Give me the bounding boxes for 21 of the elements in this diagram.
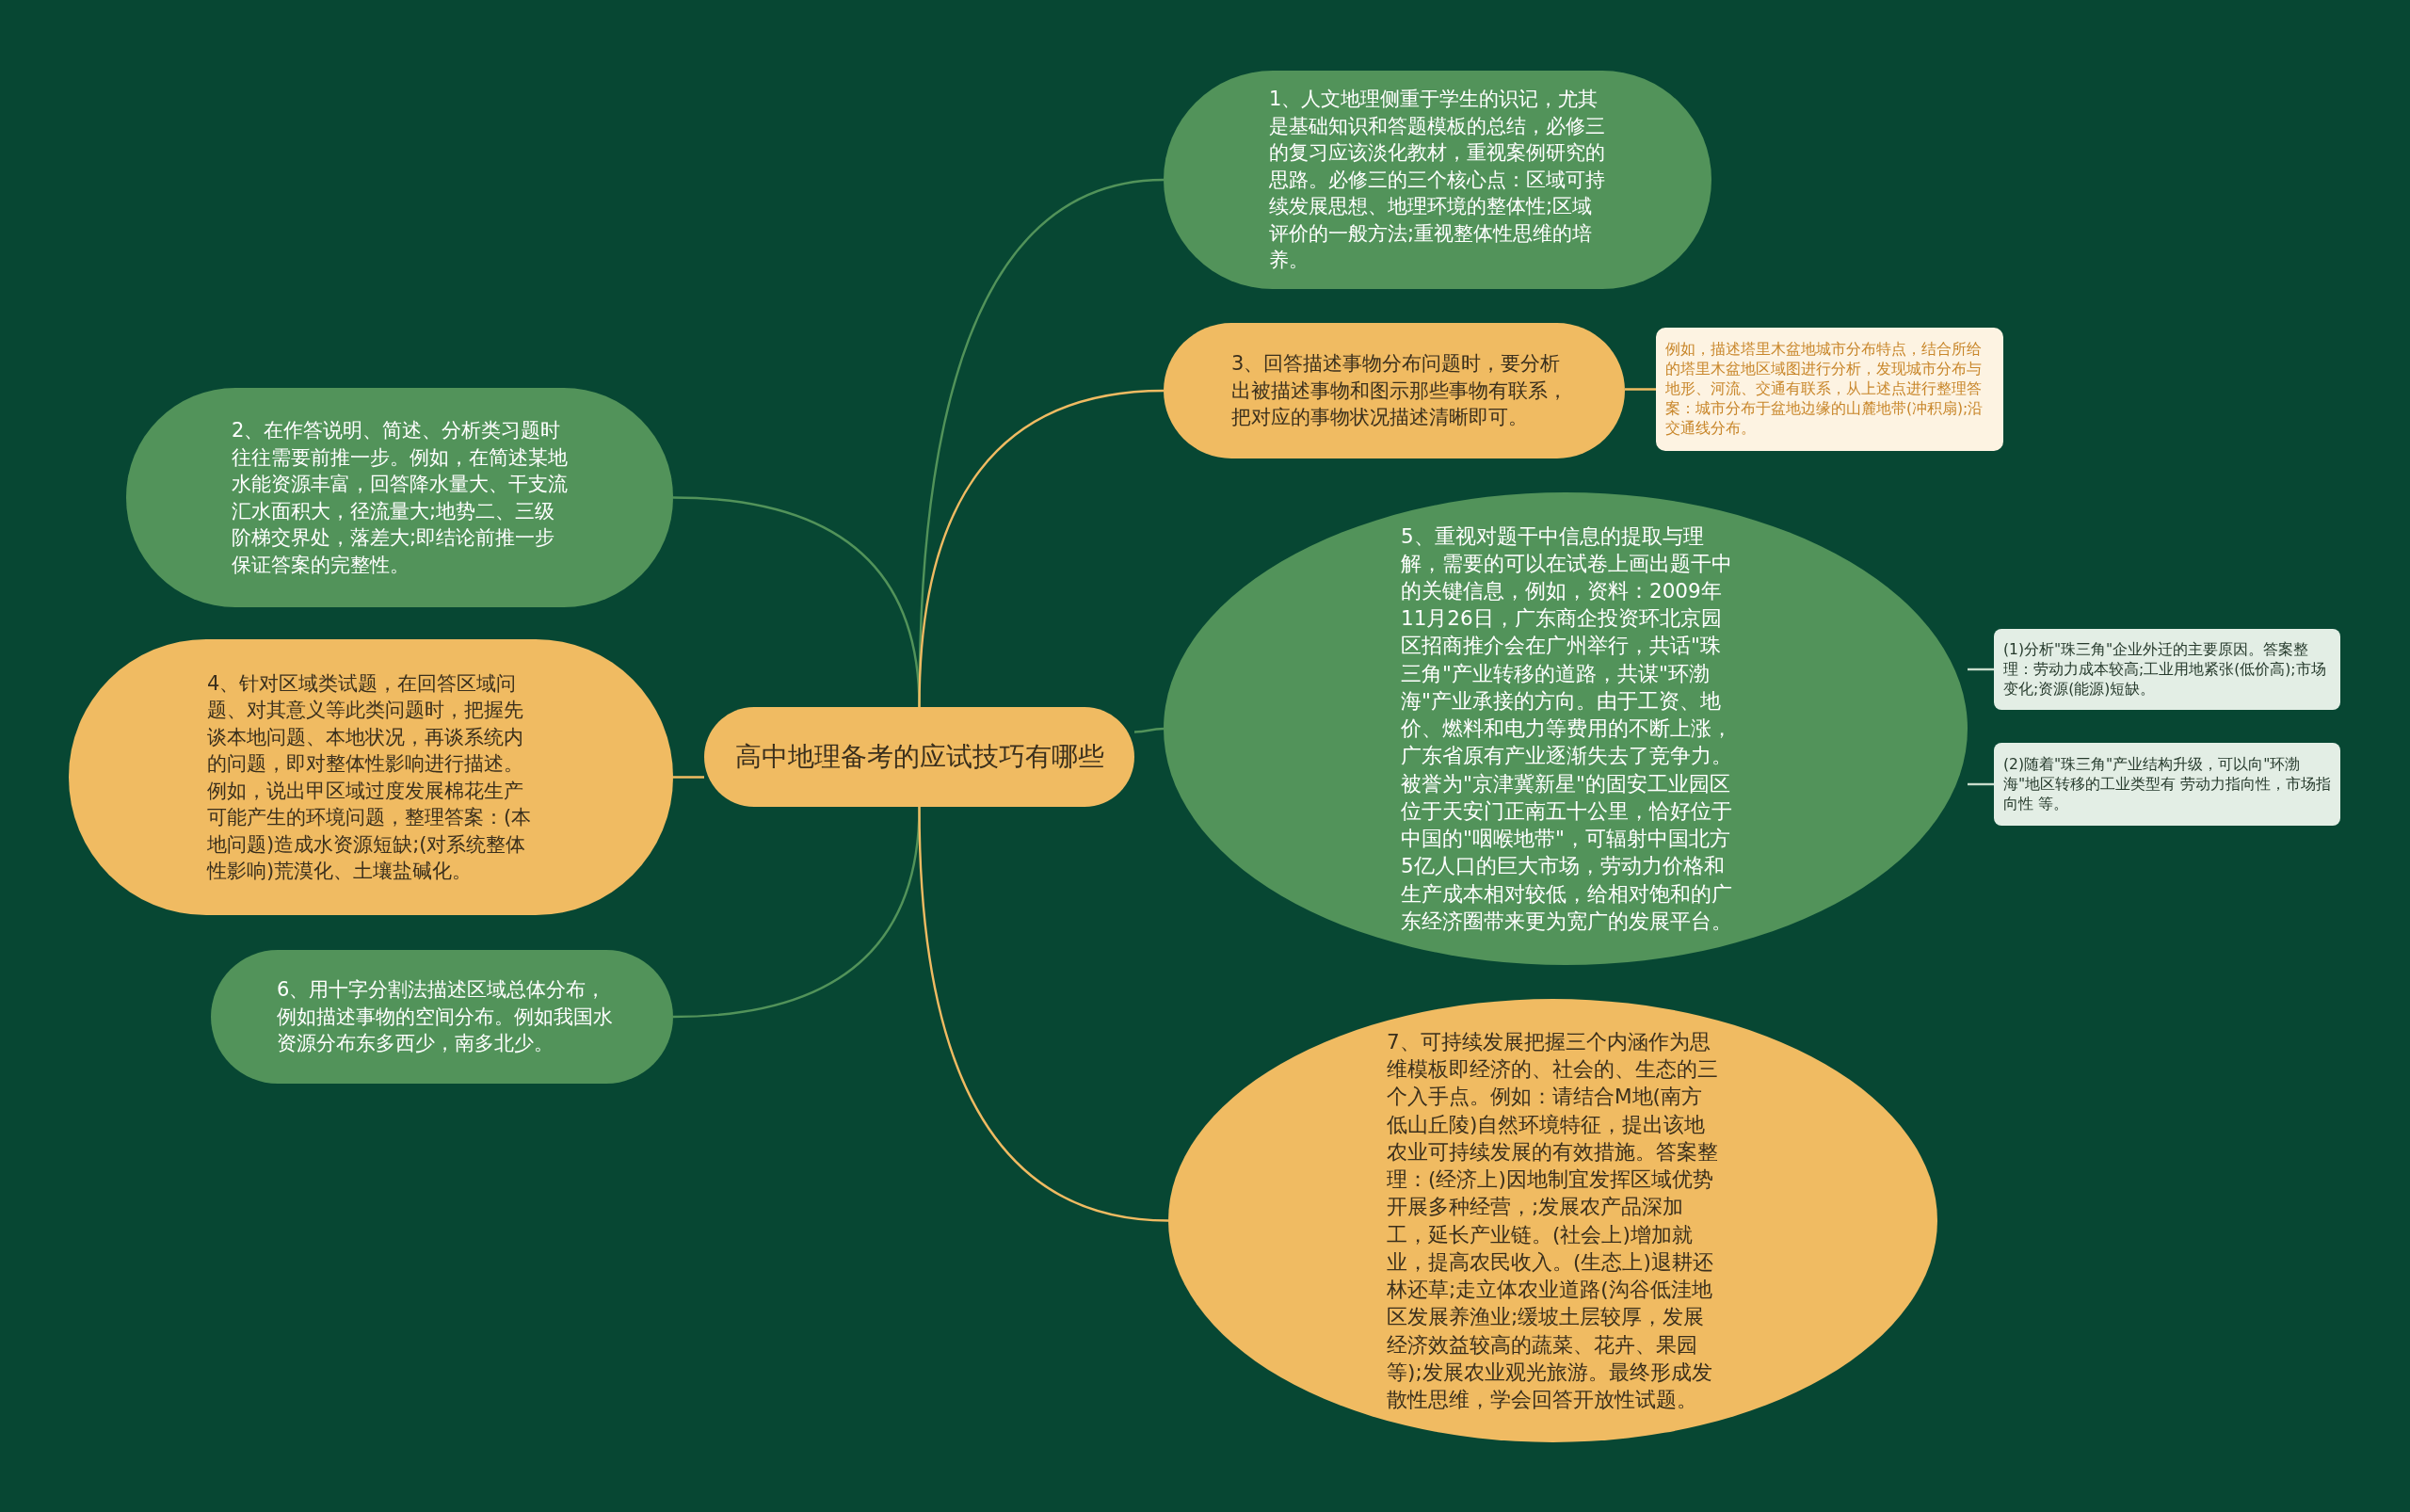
connector-line <box>1625 388 1656 391</box>
body-text: 7、可持续发展把握三个内涵作为思维模板即经济的、社会的、生态的三个入手点。例如：请结合M地(南方低山丘陵)自然环境特征，提出该地农业可持续发展的有效措施。答案整理：(经济上)因地制宜发挥区域优势开展多种经营，;发展农产品深加工，延长产业链。(社会上)增加就业，提高农民收入。(生态上)退耕还林还草;走立体农业道路(沟谷低洼地区发展养渔业;缓坡土层较厚，发展经济效益较高的蔬菜、花卉、果园等);发展农业观光旅游。最终形成发散性思维，学会回答开放性试题。 <box>1387 1029 1718 1414</box>
body-text: 5、重视对题干中信息的提取与理解，需要的可以在试卷上画出题干中的关键信息，例如，资料：2009年11月26日，广东商企投资环北京园区招商推介会在广州举行，共话"珠三角"产业转移的道路，共谋"环渤海"产业承接的方向。由于工资、地价、燃料和电力等费用的不断上涨，广东省原有产业逐渐失去了竞争力。被誉为"京津冀新星"的固安工业园区位于天安门正南五十公里，恰好位于中国的"咽喉地带"，可辐射中国北方5亿人口的巨大市场，劳动力价格和生产成本相对较低，给相对饱和的广东经济圈带来更为宽广的发展平台。 <box>1401 523 1732 935</box>
connector-line <box>1133 727 1165 733</box>
topic-title: 高中地理备考的应试技巧有哪些 <box>733 740 1105 774</box>
body-text: 3、回答描述事物分布问题时，要分析出被描述事物和图示那些事物有联系，把对应的事物状况描述清晰即可。 <box>1231 351 1568 431</box>
body-text: 2、在作答说明、简述、分析类习题时往往需要前推一步。例如，在简述某地水能资源丰富，回答降水量大、干支流汇水面积大，径流量大;地势二、三级阶梯交界处，落差大;即结论前推一步保证答案的完整性。 <box>232 418 569 578</box>
body-text: (1)分析"珠三角"企业外迁的主要原因。答案整理：劳动力成本较高;工业用地紧张(低价高);市场变化;资源(能源)短缺。 <box>2003 639 2327 700</box>
body-text: 6、用十字分割法描述区域总体分布，例如描述事物的空间分布。例如我国水资源分布东多西少，南多北少。 <box>277 977 614 1057</box>
body-text: (2)随着"珠三角"产业结构升级，可以向"环渤海"地区转移的工业类型有 劳动力指向性，市场指向性 等。 <box>2003 754 2333 814</box>
body-text: 4、针对区域类试题，在回答区域问题、对其意义等此类问题时，把握先谈本地问题、本地状况，再谈系统内的问题，即对整体性影响进行描述。例如，说出甲区域过度发展棉花生产可能产生的环境问题，整理答案：(本地问题)造成水资源短缺;(对系统整体性影响)荒漠化、土壤盐碱化。 <box>207 670 533 885</box>
connector-line <box>673 776 704 779</box>
connector-line <box>918 806 1169 1222</box>
connector-line <box>918 389 1165 708</box>
connector-line <box>1968 782 1994 786</box>
connector-line <box>1968 668 1994 671</box>
body-text: 例如，描述塔里木盆地城市分布特点，结合所给的塔里木盆地区域图进行分析，发现城市分布与地形、河流、交通有联系，从上述点进行整理答案：城市分布于盆地边缘的山麓地带(冲积扇);沿交通线分布。 <box>1665 340 1984 440</box>
note-card <box>1656 328 2003 451</box>
body-text: 1、人文地理侧重于学生的识记，尤其是基础知识和答题模板的总结，必修三的复习应该淡化教材，重视案例研究的思路。必修三的三个核心点：区域可持续发展思想、地理环境的整体性;区域评价的一般方法;重视整体性思维的培养。 <box>1269 87 1606 274</box>
note-card <box>1994 629 2340 710</box>
note-card <box>1994 743 2340 826</box>
